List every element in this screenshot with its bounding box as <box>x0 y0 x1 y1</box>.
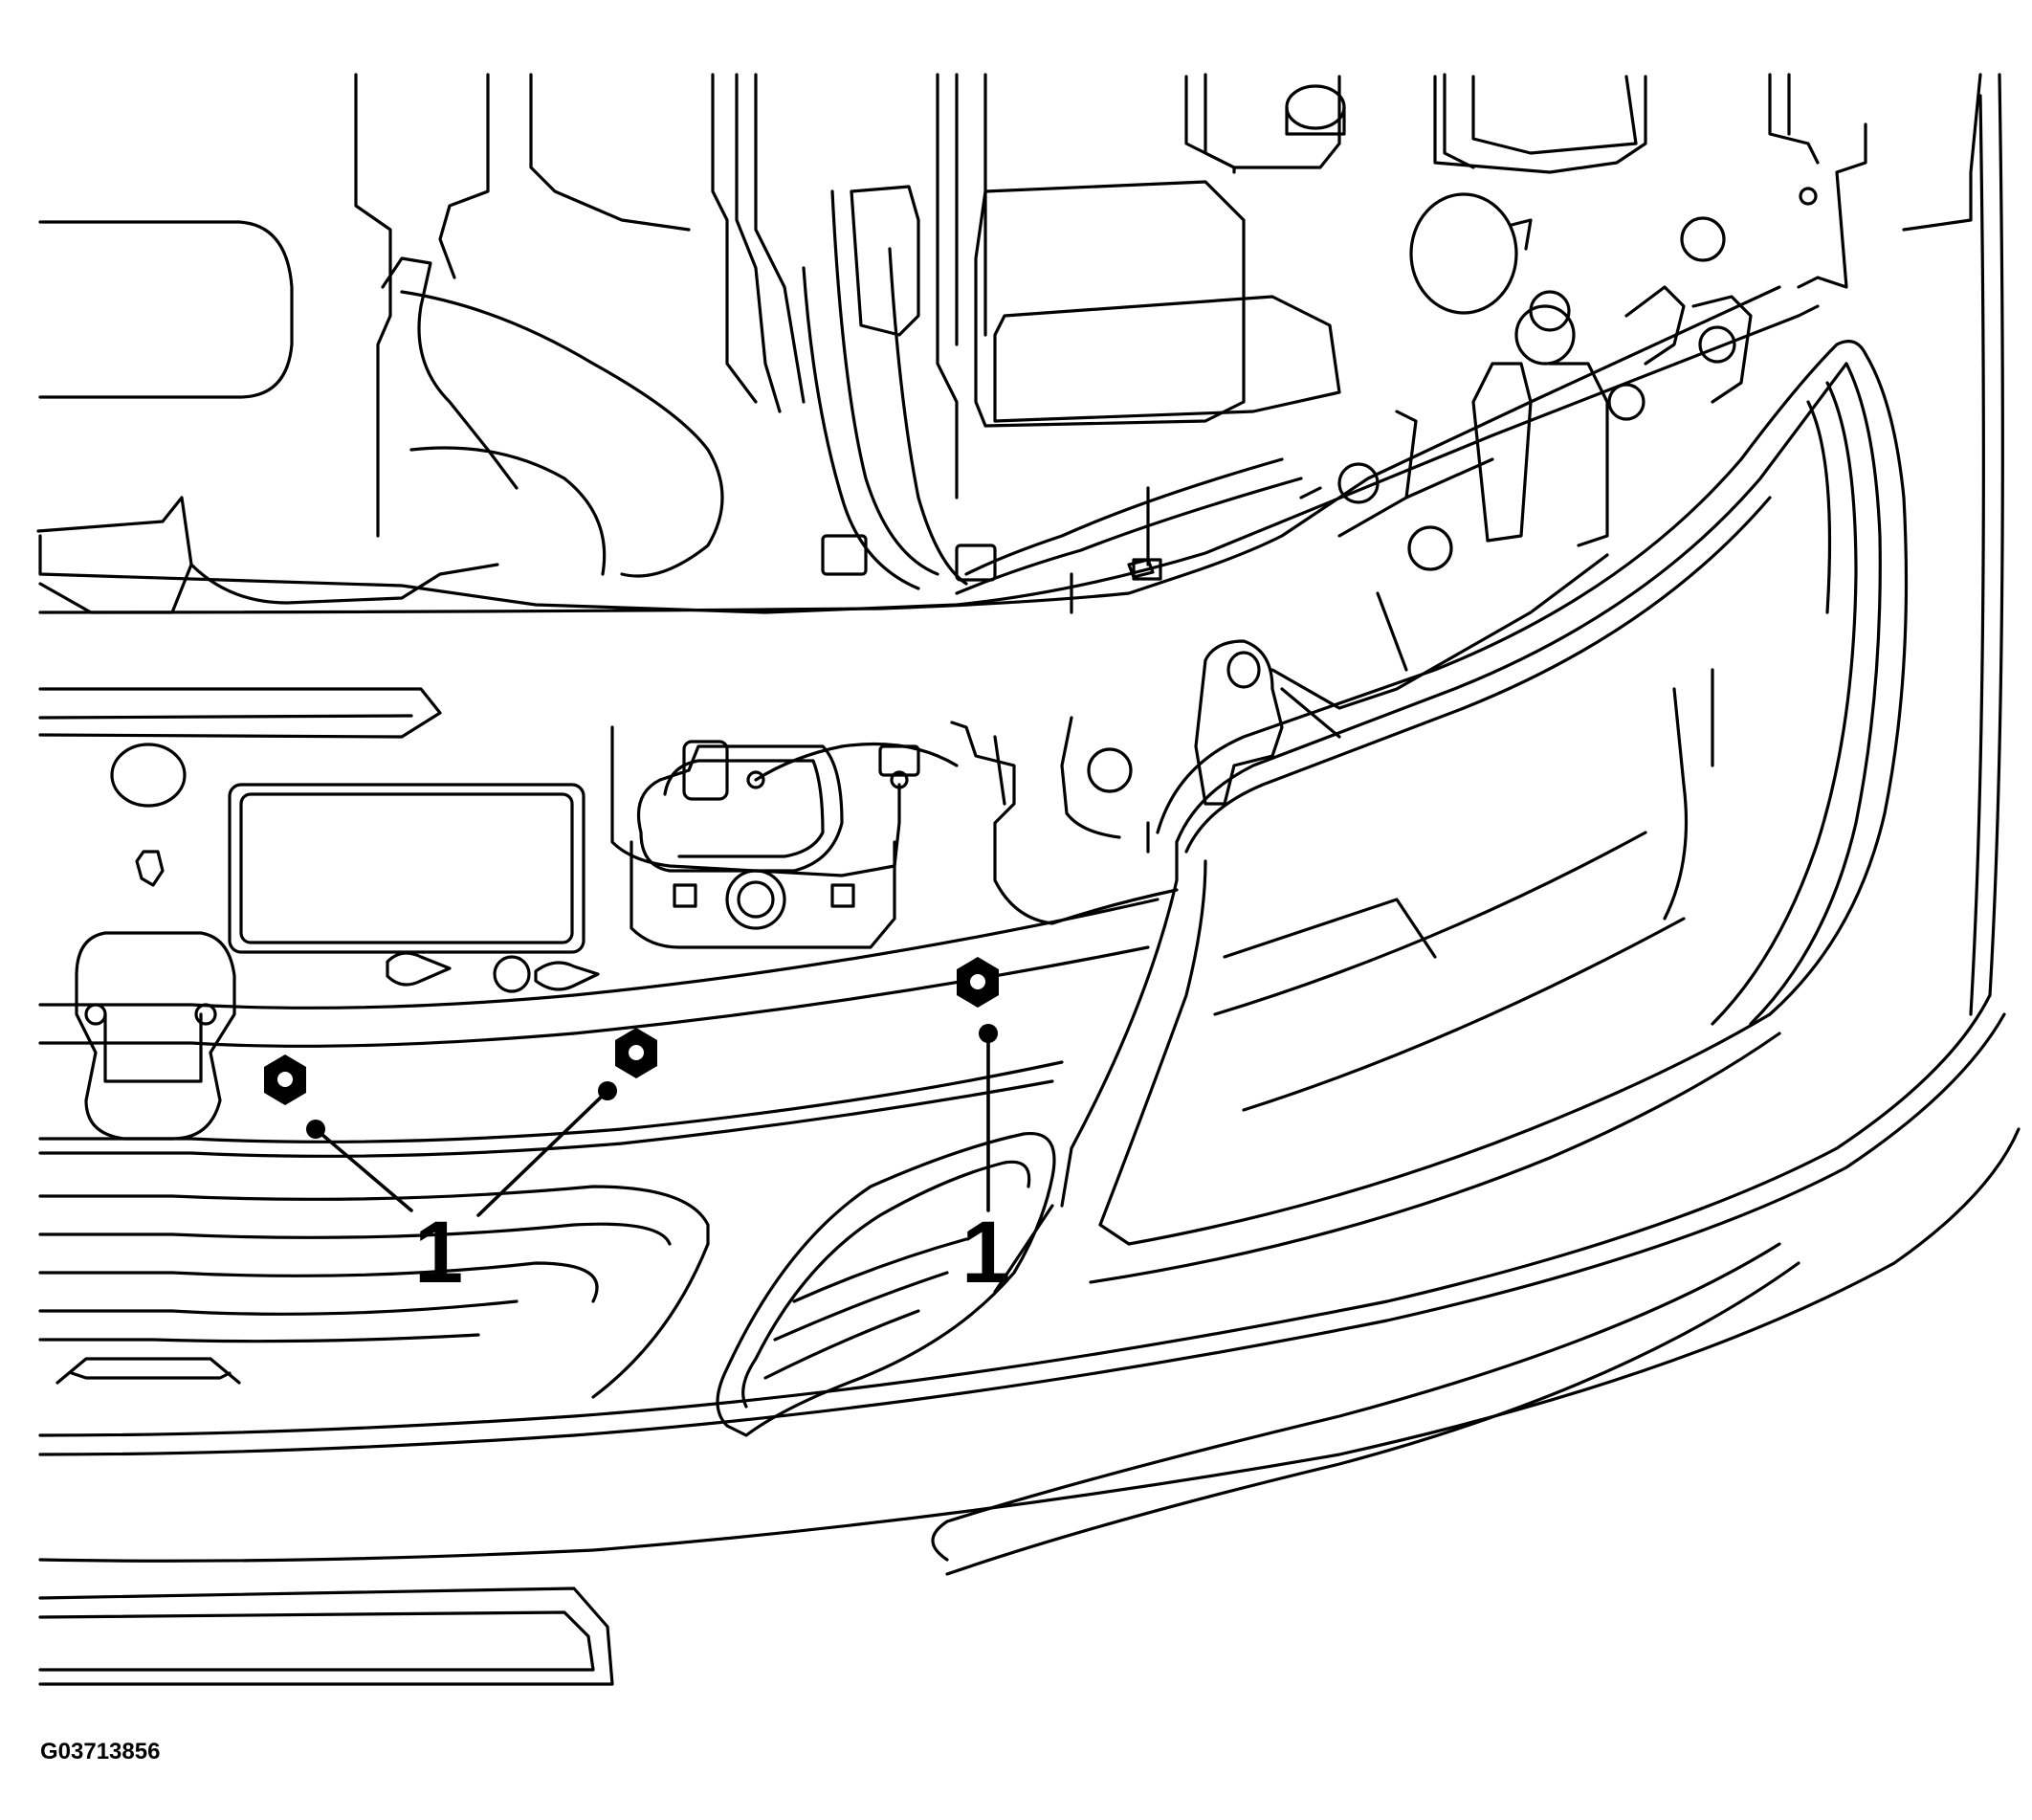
fastener-nuts <box>264 957 999 1105</box>
nut-icon <box>264 1054 306 1105</box>
callout-label-1-left: 1 <box>414 1204 463 1301</box>
callout-label-1-right: 1 <box>961 1204 1010 1301</box>
headlamp-assembly <box>1060 340 1909 1284</box>
bolt-icon <box>1698 325 1736 364</box>
bolt-icon <box>1337 462 1380 504</box>
bolt-icon <box>1226 651 1261 689</box>
callout-leaders <box>306 1024 998 1217</box>
leader-line <box>476 1089 609 1217</box>
bolt-icon <box>1407 525 1453 571</box>
bolt-icon <box>493 955 531 993</box>
clip-icon <box>830 883 855 908</box>
leader-line <box>314 1127 413 1212</box>
bolt-icon <box>1680 216 1726 262</box>
nut-icon <box>957 957 999 1008</box>
clip-icon <box>1132 558 1162 581</box>
engine-compartment <box>36 73 1982 614</box>
bolt-icon <box>1514 304 1576 366</box>
clip-icon <box>673 883 697 908</box>
bolt-icon <box>1799 187 1818 206</box>
bolt-icon <box>725 869 786 930</box>
support-bolts <box>1087 187 1818 793</box>
radiator-support <box>38 122 1867 925</box>
bolt-icon <box>1607 383 1645 421</box>
nut-icon <box>615 1028 657 1078</box>
front-panel-details <box>75 735 1006 1141</box>
bumper-fascia <box>38 73 2021 1686</box>
figure-id: G03713856 <box>40 1739 160 1765</box>
bolt-icon <box>1087 747 1133 793</box>
